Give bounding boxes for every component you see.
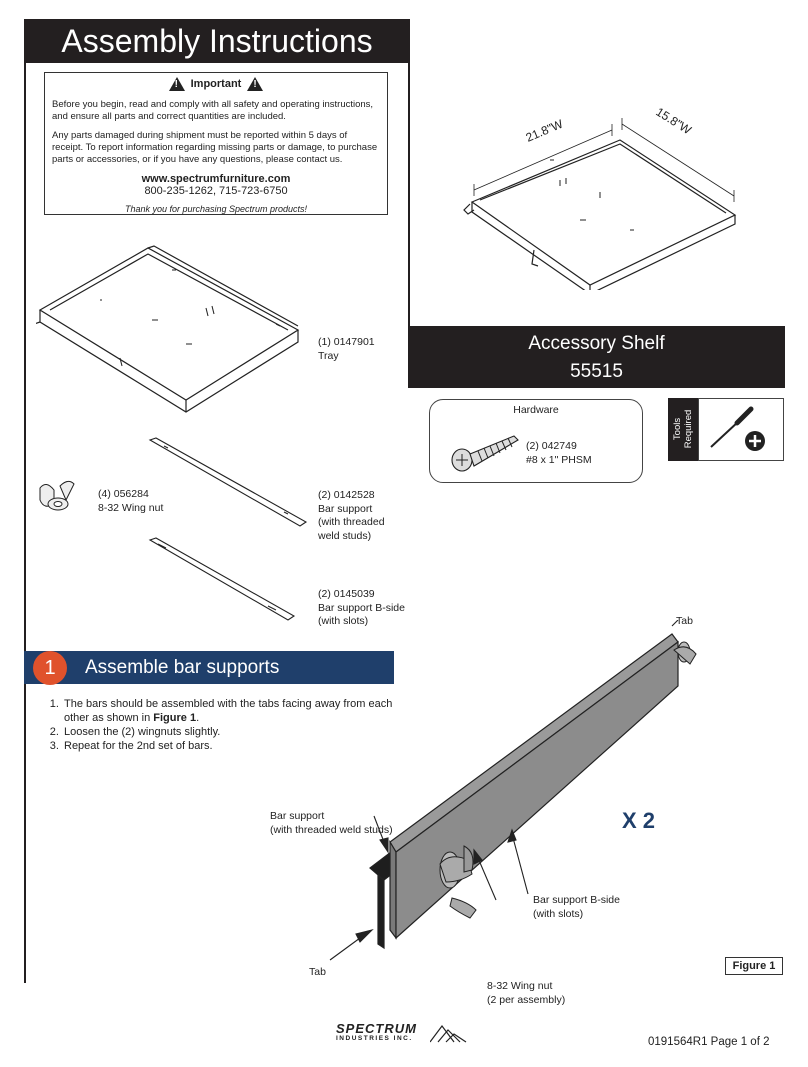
- bar-support-bside-label: (2) 0145039 Bar support B-side (with slo…: [318, 588, 405, 627]
- assembled-shelf-drawing: 21.8"W 15.8"W: [463, 105, 737, 290]
- step-title: Assemble bar supports: [85, 657, 280, 678]
- step-instructions: The bars should be assembled with the ta…: [44, 697, 394, 753]
- depth-dimension: 15.8"W: [653, 105, 694, 138]
- hardware-box: [429, 399, 643, 483]
- quantity-multiplier: X 2: [622, 808, 656, 833]
- wingnut-icon: [39, 480, 75, 511]
- bside-callout: Bar support B-side (with slots): [533, 894, 620, 920]
- figure-label: Figure 1: [725, 957, 783, 975]
- screw-icon: [451, 435, 519, 472]
- screwdriver-icon: [710, 406, 765, 451]
- website-link[interactable]: www.spectrumfurniture.com: [141, 173, 291, 185]
- wingnut-label: (4) 056284 8-32 Wing nut: [98, 488, 164, 514]
- thank-you-note: Thank you for purchasing Spectrum produc…: [124, 204, 308, 214]
- important-heading: Important: [52, 77, 380, 91]
- width-dimension: 21.8"W: [524, 116, 566, 144]
- instruction-1: The bars should be assembled with the ta…: [62, 697, 394, 725]
- tab-top-label: Tab: [676, 615, 693, 627]
- header-right-rule: [408, 19, 410, 331]
- tray-label: (1) 0147901 Tray: [318, 336, 375, 362]
- bar-support-label: (2) 0142528 Bar support (with threaded w…: [318, 489, 385, 542]
- product-number: 55515: [570, 361, 623, 382]
- warning-icon: [168, 77, 185, 91]
- step-number: 1: [33, 651, 67, 685]
- warning-icon: [247, 77, 264, 91]
- page-title: Assembly Instructions: [24, 19, 410, 63]
- logo-mark-icon: [430, 1025, 467, 1043]
- phone-numbers: 800-235-1262, 715-723-6750: [144, 185, 288, 197]
- figure-1-drawing: [329, 620, 697, 961]
- important-text-1: Before you begin, read and comply with a…: [52, 99, 374, 122]
- spectrum-logo: SPECTRUM INDUSTRIES INC.: [336, 1021, 417, 1042]
- important-text-2: Any parts damaged during shipment must b…: [52, 130, 378, 165]
- document-id: 0191564R1 Page 1 of 2: [648, 1036, 770, 1048]
- tray-drawing: [36, 245, 300, 413]
- bar-supports-drawing: [148, 437, 308, 621]
- left-margin-rule: [24, 63, 26, 983]
- tab-bottom-label: Tab: [309, 966, 326, 978]
- product-banner: Accessory Shelf 55515: [408, 326, 785, 388]
- bar-support-callout: Bar support (with threaded weld studs): [270, 810, 393, 836]
- instruction-2: Loosen the (2) wingnuts slightly.: [62, 725, 394, 739]
- tools-required-tag: Tools Required: [668, 398, 698, 461]
- important-notice: Important Before you begin, read and com…: [44, 72, 388, 215]
- hardware-label: (2) 042749 #8 x 1" PHSM: [526, 440, 592, 466]
- product-name: Accessory Shelf: [528, 333, 665, 354]
- hardware-title: Hardware: [513, 404, 559, 416]
- tools-box: [698, 398, 784, 461]
- instruction-3: Repeat for the 2nd set of bars.: [62, 739, 394, 753]
- wingnut-callout: 8-32 Wing nut (2 per assembly): [487, 980, 566, 1006]
- step-banner: [24, 651, 394, 684]
